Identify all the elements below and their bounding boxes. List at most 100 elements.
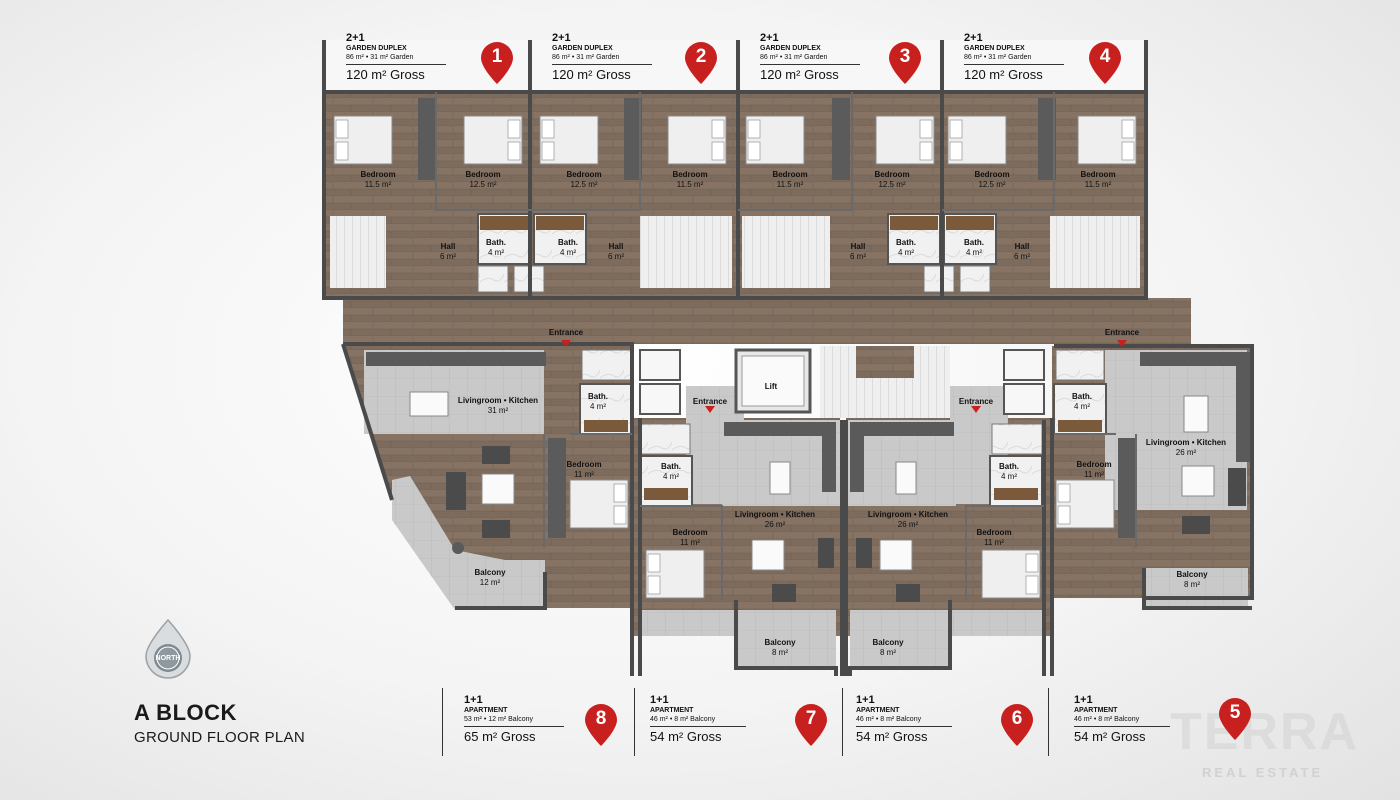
walls — [322, 40, 1254, 676]
page-title: A BLOCK — [134, 700, 237, 725]
room-label: Bath.4 m² — [588, 392, 608, 411]
unit-pin-5: 5 — [1216, 696, 1254, 742]
unit-pin-3: 3 — [886, 40, 924, 86]
dining-tables — [409, 391, 1215, 571]
compass-label: NORTH — [155, 655, 181, 662]
divider — [1048, 688, 1049, 756]
duplex-stairs-1 — [330, 216, 386, 288]
kitchen-counters — [366, 352, 1250, 492]
unit-info-2: 2+1 GARDEN DUPLEX 86 m² • 31 m² Garden 1… — [552, 32, 652, 83]
brand-tagline: REAL ESTATE — [1202, 765, 1324, 780]
vanity-1 — [480, 216, 528, 230]
entrance-label: Entrance — [958, 397, 994, 406]
shower-6 — [991, 423, 1043, 455]
utility-box-1 — [639, 349, 681, 381]
shower-4 — [959, 265, 991, 293]
lift-label: Lift — [764, 382, 778, 391]
room-label: Bath.4 m² — [558, 238, 578, 257]
vanity-5 — [1058, 420, 1102, 432]
entrance-label: Entrance — [548, 328, 584, 337]
compass-icon: NORTH — [138, 618, 198, 680]
divider — [842, 688, 843, 756]
vanity-4 — [946, 216, 994, 230]
balcony-5 — [1144, 568, 1248, 608]
unit-pin-6: 6 — [998, 702, 1036, 748]
divider — [442, 688, 443, 756]
utility-box-3 — [1003, 349, 1045, 381]
sofas — [446, 446, 1246, 602]
room-label: Bath.4 m² — [486, 238, 506, 257]
shower-8 — [581, 349, 633, 381]
unit-pin-4: 4 — [1086, 40, 1124, 86]
room-label: Bath.4 m² — [1072, 392, 1092, 411]
shower-3 — [923, 265, 955, 293]
duplex-block — [324, 90, 1146, 296]
divider — [634, 688, 635, 756]
corridor — [343, 298, 1191, 344]
unit-info-6: 1+1 APARTMENT 46 m² • 8 m² Balcony 54 m²… — [856, 694, 952, 745]
beds-upper — [333, 115, 1137, 165]
thin-walls — [435, 92, 1137, 600]
room-label: Bath.4 m² — [661, 462, 681, 481]
vanity-3 — [890, 216, 938, 230]
duplex-stairs-3 — [742, 216, 830, 288]
brand-watermark: TERRA — [1170, 703, 1360, 761]
shower-7 — [639, 423, 691, 455]
utility-box-2 — [639, 383, 681, 415]
entrance-markers — [561, 340, 1127, 413]
vanity-6 — [994, 488, 1038, 500]
unit-info-5: 1+1 APARTMENT 46 m² • 8 m² Balcony 54 m²… — [1074, 694, 1170, 745]
balcony-column — [452, 542, 464, 554]
entrance-label: Entrance — [692, 397, 728, 406]
unit-pin-2: 2 — [682, 40, 720, 86]
left-balcony — [392, 476, 545, 610]
unit-info-8: 1+1 APARTMENT 53 m² • 12 m² Balcony 65 m… — [464, 694, 564, 745]
page-subtitle: GROUND FLOOR PLAN — [134, 729, 305, 746]
unit-info-3: 2+1 GARDEN DUPLEX 86 m² • 31 m² Garden 1… — [760, 32, 860, 83]
utility-box-4 — [1003, 383, 1045, 415]
duplex-stairs-4 — [1050, 216, 1140, 288]
unit-info-4: 2+1 GARDEN DUPLEX 86 m² • 31 m² Garden 1… — [964, 32, 1064, 83]
balcony-6-outer — [950, 610, 1044, 636]
unit-info-7: 1+1 APARTMENT 46 m² • 8 m² Balcony 54 m²… — [650, 694, 746, 745]
shower-5 — [1055, 349, 1105, 381]
room-label: Bath.4 m² — [999, 462, 1019, 481]
unit-pin-7: 7 — [792, 702, 830, 748]
vanity-8 — [584, 420, 628, 432]
entrance-label: Entrance — [1104, 328, 1140, 337]
wardrobes — [418, 98, 1136, 538]
balcony-7 — [736, 610, 836, 668]
vanity-7 — [644, 488, 688, 500]
room-label: Bath.4 m² — [964, 238, 984, 257]
vanity-2 — [536, 216, 584, 230]
balcony-7-outer — [642, 610, 736, 636]
unit-pin-1: 1 — [478, 40, 516, 86]
unit-info-1: 2+1 GARDEN DUPLEX 86 m² • 31 m² Garden 1… — [346, 32, 446, 83]
shower-1 — [477, 265, 509, 293]
room-label: Bath.4 m² — [896, 238, 916, 257]
center-hall-tile — [686, 386, 744, 504]
stair-core-landing — [856, 346, 914, 378]
